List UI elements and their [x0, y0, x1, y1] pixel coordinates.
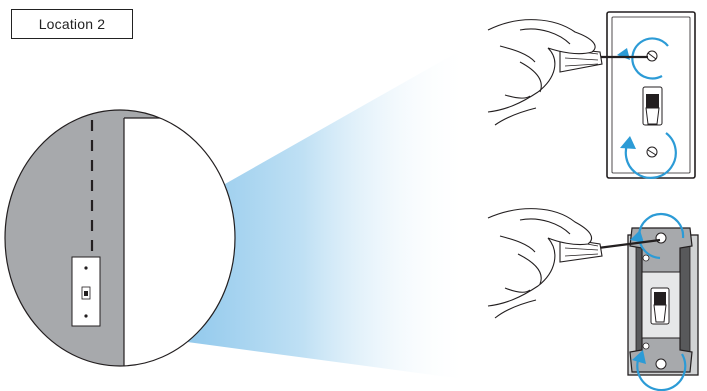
switch-mechanism — [628, 228, 698, 375]
light-switch-plate — [607, 12, 695, 178]
small-switch-plate — [72, 257, 100, 326]
